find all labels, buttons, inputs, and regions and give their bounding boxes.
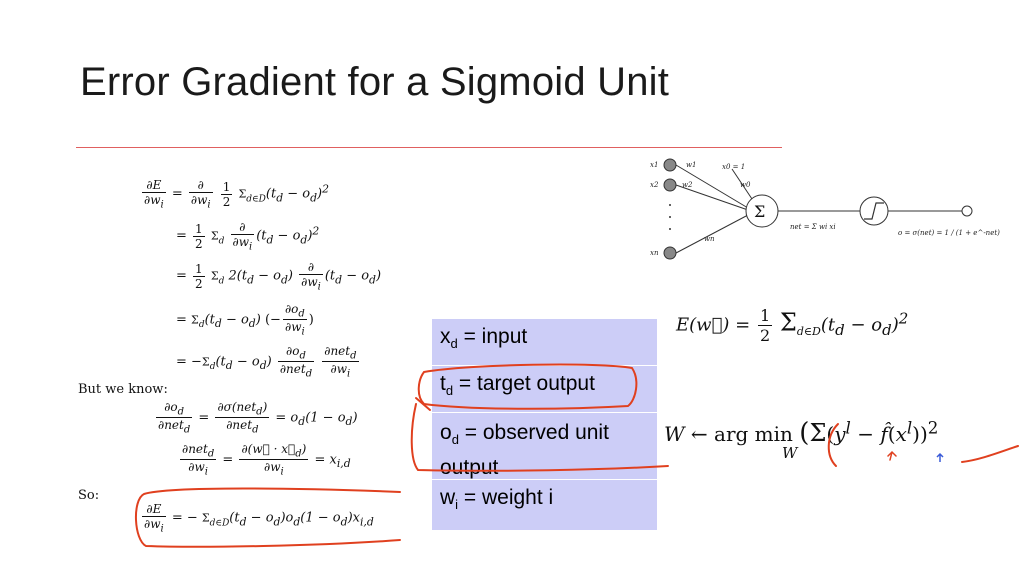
but-we-know-label: But we know: <box>78 382 168 397</box>
known-identity-2: ∂netd∂wi = ∂(w⃗ · x⃗d)∂wi = xi,d <box>180 442 351 478</box>
sum-symbol: Σ <box>754 202 765 221</box>
net-label: net = Σ wi xi <box>790 223 836 231</box>
input-label-x1: x1 <box>650 161 658 169</box>
slide-title: Error Gradient for a Sigmoid Unit <box>80 60 670 104</box>
variable-legend: xd = input td = target output od = obser… <box>432 319 657 530</box>
legend-item-input: xd = input <box>432 319 657 365</box>
output-label: o = σ(net) = 1 / (1 + e^-net) <box>898 229 1000 237</box>
derivation-line-4: = Σd(td − od) (−∂od∂wi) <box>176 302 314 338</box>
derivation-line-5: = −Σd(td − od) ∂od∂netd ∂netd∂wi <box>176 344 359 380</box>
input-node-1 <box>663 158 677 172</box>
legend-item-observed: od = observed unit output <box>432 413 657 479</box>
weight-label-w0: w0 <box>740 181 751 189</box>
weight-label-w1: w1 <box>686 161 696 169</box>
legend-item-weight: wi = weight i <box>432 480 657 530</box>
weight-label-wn: wn <box>704 235 715 243</box>
argmin-equation: W ← arg min (Σ(yl − f̂(xl))2 W <box>664 418 939 462</box>
input-label-xn: xn <box>650 249 659 257</box>
input-node-2 <box>663 178 677 192</box>
lhs-fraction: ∂E∂wi <box>142 178 166 211</box>
input-node-n <box>663 246 677 260</box>
title-divider <box>76 147 782 148</box>
so-label: So: <box>78 488 100 503</box>
sigmoid-unit-diagram: x1 x2 xn w1 w2 wn w0 x0 = 1 net = Σ wi x… <box>650 158 1000 260</box>
weight-label-w2: w2 <box>682 181 693 189</box>
input-label-x2: x2 <box>650 181 659 189</box>
final-gradient-equation: ∂E∂wi = − Σd∈D(td − od)od(1 − od)xi,d <box>142 502 374 535</box>
bias-label: x0 = 1 <box>722 163 745 171</box>
argmin-underline-annotation <box>961 445 1019 463</box>
legend-item-target: td = target output <box>432 366 657 412</box>
known-identity-1: ∂od∂netd = ∂σ(netd)∂netd = od(1 − od) <box>156 400 358 436</box>
